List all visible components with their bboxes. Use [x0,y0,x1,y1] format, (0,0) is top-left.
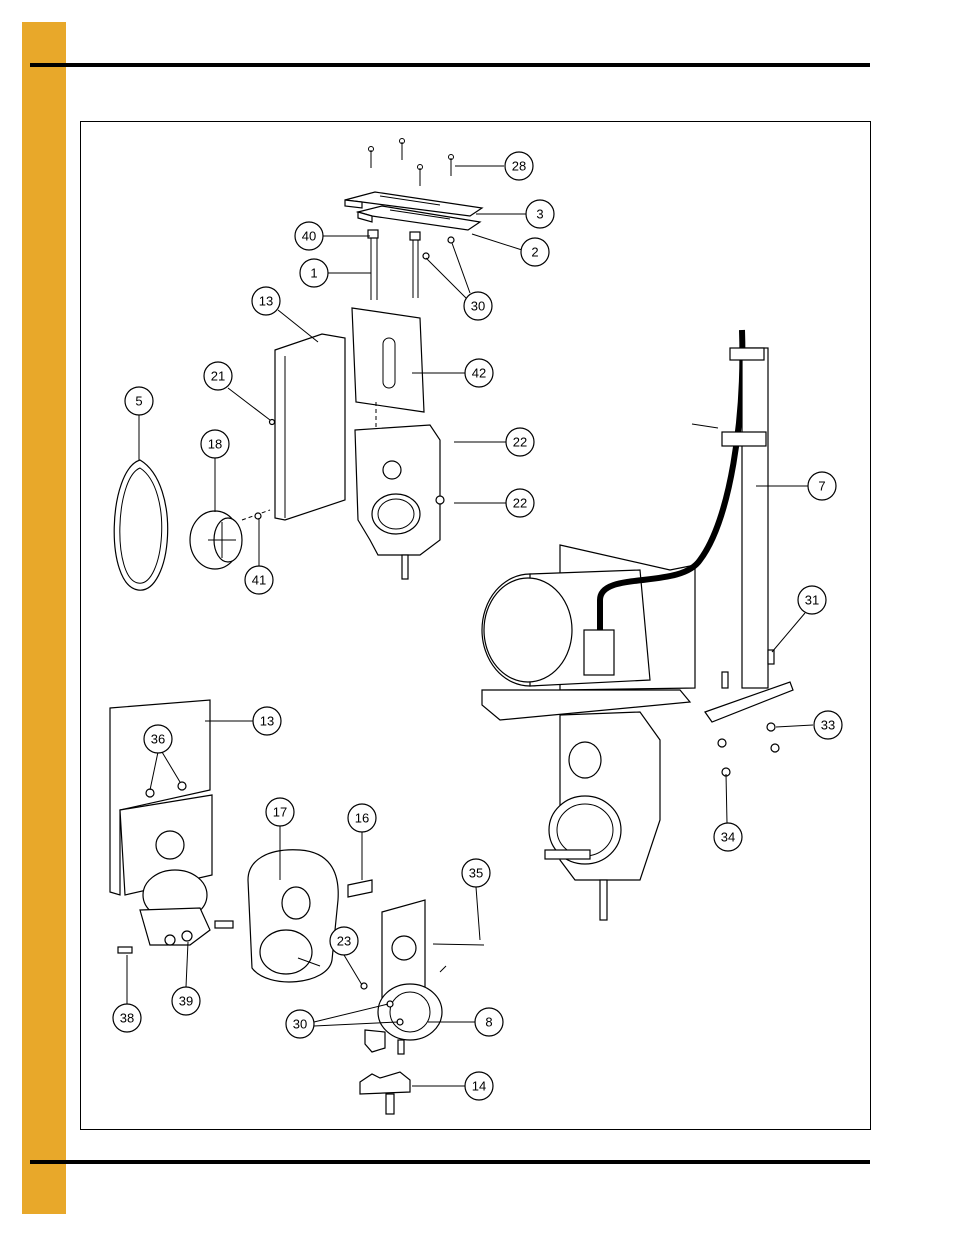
svg-text:28: 28 [512,159,526,174]
callout-8: 8 [475,1008,503,1036]
callout-18: 18 [201,430,229,458]
callout-7: 7 [808,472,836,500]
callout-34: 34 [714,823,742,851]
svg-text:42: 42 [472,366,486,381]
svg-text:17: 17 [273,805,287,820]
callout-21: 21 [204,362,232,390]
callout-13-lower: 13 [253,707,281,735]
callout-28: 28 [505,152,533,180]
svg-text:3: 3 [536,207,543,222]
svg-text:22: 22 [513,435,527,450]
svg-text:31: 31 [805,593,819,608]
callout-3: 3 [526,200,554,228]
callout-17: 17 [266,798,294,826]
callout-22-lower: 22 [506,489,534,517]
svg-text:8: 8 [485,1015,492,1030]
svg-text:35: 35 [469,866,483,881]
svg-text:41: 41 [252,573,266,588]
svg-text:7: 7 [818,479,825,494]
callout-35: 35 [462,859,490,887]
callout-16: 16 [348,804,376,832]
bearing-bracket [348,880,484,1114]
callout-14: 14 [465,1072,493,1100]
upper-housing [275,308,444,579]
callout-13-upper: 13 [252,287,280,315]
callout-22-upper: 22 [506,428,534,456]
callout-42: 42 [465,359,493,387]
belt-and-pulley [114,420,274,591]
motor-assembly [482,330,793,920]
svg-text:40: 40 [302,229,316,244]
svg-text:38: 38 [120,1011,134,1026]
callout-2: 2 [521,238,549,266]
svg-text:36: 36 [151,732,165,747]
svg-text:30: 30 [471,299,485,314]
callout-41: 41 [245,566,273,594]
svg-text:30: 30 [293,1017,307,1032]
svg-text:34: 34 [721,830,735,845]
gear-cover [248,850,338,982]
svg-text:16: 16 [355,811,369,826]
svg-text:18: 18 [208,437,222,452]
svg-text:33: 33 [821,718,835,733]
callout-30-upper: 30 [464,292,492,320]
top-rail-assembly [345,139,482,301]
callout-39: 39 [172,987,200,1015]
callout-36: 36 [144,725,172,753]
svg-text:23: 23 [337,934,351,949]
callout-38: 38 [113,1004,141,1032]
callout-40: 40 [295,222,323,250]
svg-text:2: 2 [531,245,538,260]
callout-30-lower: 30 [286,1010,314,1038]
svg-text:21: 21 [211,369,225,384]
svg-text:22: 22 [513,496,527,511]
svg-text:14: 14 [472,1079,486,1094]
callout-33: 33 [814,711,842,739]
callout-23: 23 [330,927,358,955]
callout-31: 31 [798,586,826,614]
svg-text:1: 1 [310,266,317,281]
svg-text:13: 13 [259,294,273,309]
svg-text:5: 5 [135,394,142,409]
svg-text:39: 39 [179,994,193,1009]
callout-1: 1 [300,259,328,287]
callout-5: 5 [125,387,153,415]
svg-text:13: 13 [260,714,274,729]
